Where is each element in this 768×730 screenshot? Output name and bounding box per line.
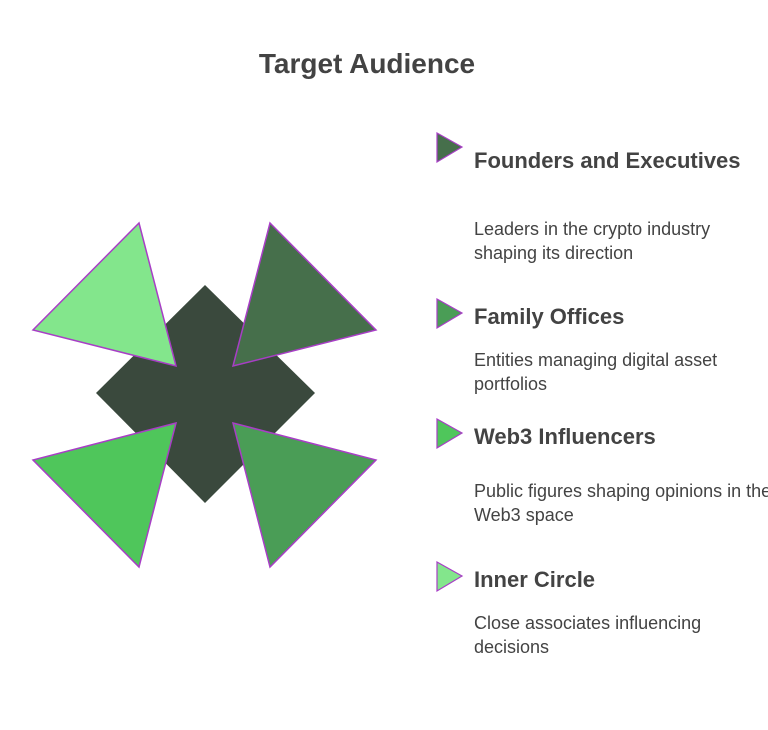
- item-title: Inner Circle: [474, 567, 596, 592]
- triangle-marker-icon: [436, 561, 464, 593]
- triangle-marker-icon: [436, 132, 464, 164]
- item-description: Public figures shaping opinions in the W…: [474, 481, 768, 525]
- item-description: Entities managing digital asset portfoli…: [474, 350, 718, 394]
- triangle-inner-circle: [31, 221, 178, 368]
- triangle-marker-icon: [436, 298, 464, 330]
- item-description: Close associates influencing decisions: [474, 613, 702, 657]
- triangle-marker-icon: [436, 418, 464, 450]
- item-description: Leaders in the crypto industry shaping i…: [474, 219, 711, 263]
- item-title: Family Offices: [474, 304, 625, 329]
- diagram-title: Target Audience: [258, 48, 476, 79]
- triangle-founders: [231, 221, 378, 368]
- audience-graphic: [31, 221, 378, 569]
- triangle-family-offices: [231, 421, 378, 569]
- triangle-web3: [31, 421, 178, 569]
- item-title: Web3 Influencers: [474, 424, 656, 449]
- item-title: Founders and Executives: [474, 148, 741, 173]
